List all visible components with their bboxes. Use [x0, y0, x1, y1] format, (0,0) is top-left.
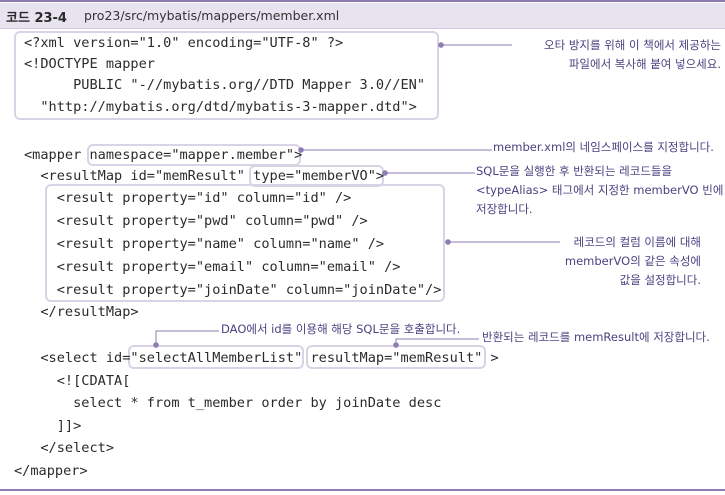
code-line: <!DOCTYPE mapper: [24, 56, 155, 72]
code-line: <select id="selectAllMemberList" resultM…: [24, 350, 499, 366]
code-label: 코드 23-4: [6, 11, 67, 26]
file-path: pro23/src/mybatis/mappers/member.xml: [84, 8, 340, 23]
type-note-line: SQL문을 실행한 후 반환되는 레코드들을: [476, 164, 673, 178]
leader-dot: [298, 147, 304, 153]
code-line: "http://mybatis.org/dtd/mybatis-3-mapper…: [24, 99, 417, 115]
code-line: </resultMap>: [24, 304, 139, 320]
code-line: </mapper>: [14, 463, 88, 479]
code-line: <result property="name" column="name" />: [24, 236, 385, 252]
namespace-note: member.xml의 네임스페이스를 지정합니다.: [493, 140, 714, 154]
copy-note-line: 오타 방지를 위해 이 책에서 제공하는: [544, 38, 721, 52]
code-line: <?xml version="1.0" encoding="UTF-8" ?>: [24, 35, 344, 51]
copy-note-line: 파일에서 복사해 붙여 넣으세요.: [568, 57, 721, 71]
doctype-box: [14, 31, 439, 120]
leader-select-id: [155, 330, 219, 345]
select-id-note: DAO에서 id를 이용해 해당 SQL문을 호출합니다.: [221, 322, 461, 336]
code-line: <result property="email" column="email" …: [24, 259, 401, 275]
code-line: <resultMap id="memResult" type="memberVO…: [24, 168, 385, 184]
leader-dot: [382, 170, 388, 176]
code-line: <result property="id" column="id" />: [24, 190, 352, 206]
select-id-box: [128, 345, 304, 369]
code-line: ]]>: [24, 418, 82, 434]
result-note-line: memberVO의 같은 속성에: [564, 254, 701, 268]
leader-result-map: [395, 338, 479, 345]
leader-dot: [445, 239, 451, 245]
code-line: </select>: [24, 440, 115, 456]
result-map-note: 반환되는 레코드를 memResult에 저장합니다.: [482, 330, 710, 344]
top-rule: [0, 0, 725, 2]
type-note-line: 저장합니다.: [476, 202, 533, 216]
listing-header: 코드 23-4 pro23/src/mybatis/mappers/member…: [0, 3, 725, 29]
bottom-rule: [0, 489, 725, 491]
code-line: <result property="joinDate" column="join…: [24, 282, 442, 298]
code-line: <mapper namespace="mapper.member">: [24, 147, 303, 163]
result-note: 레코드의 컬럼 이름에 대해 memberVO의 같은 속성에 값을 설정합니다…: [565, 233, 701, 290]
code-line: <![CDATA[: [24, 373, 131, 389]
type-note: SQL문을 실행한 후 반환되는 레코드들을 <typeAlias> 태그에서 …: [476, 162, 723, 219]
code-line: <result property="pwd" column="pwd" />: [24, 213, 368, 229]
leader-dot: [153, 342, 159, 348]
leader-dot: [393, 342, 399, 348]
result-rows-box: [45, 184, 445, 302]
code-line: PUBLIC "-//mybatis.org//DTD Mapper 3.0//…: [24, 77, 426, 93]
result-note-line: 값을 설정합니다.: [619, 273, 701, 287]
leader-dot: [438, 42, 444, 48]
code-line: select * from t_member order by joinDate…: [24, 395, 442, 411]
namespace-box: [87, 144, 301, 166]
type-box: [249, 165, 384, 187]
type-note-line: <typeAlias> 태그에서 지정한 memberVO 빈에: [476, 183, 724, 197]
copy-note: 오타 방지를 위해 이 책에서 제공하는 파일에서 복사해 붙여 넣으세요.: [544, 36, 721, 74]
result-note-line: 레코드의 컬럼 이름에 대해: [573, 235, 701, 249]
